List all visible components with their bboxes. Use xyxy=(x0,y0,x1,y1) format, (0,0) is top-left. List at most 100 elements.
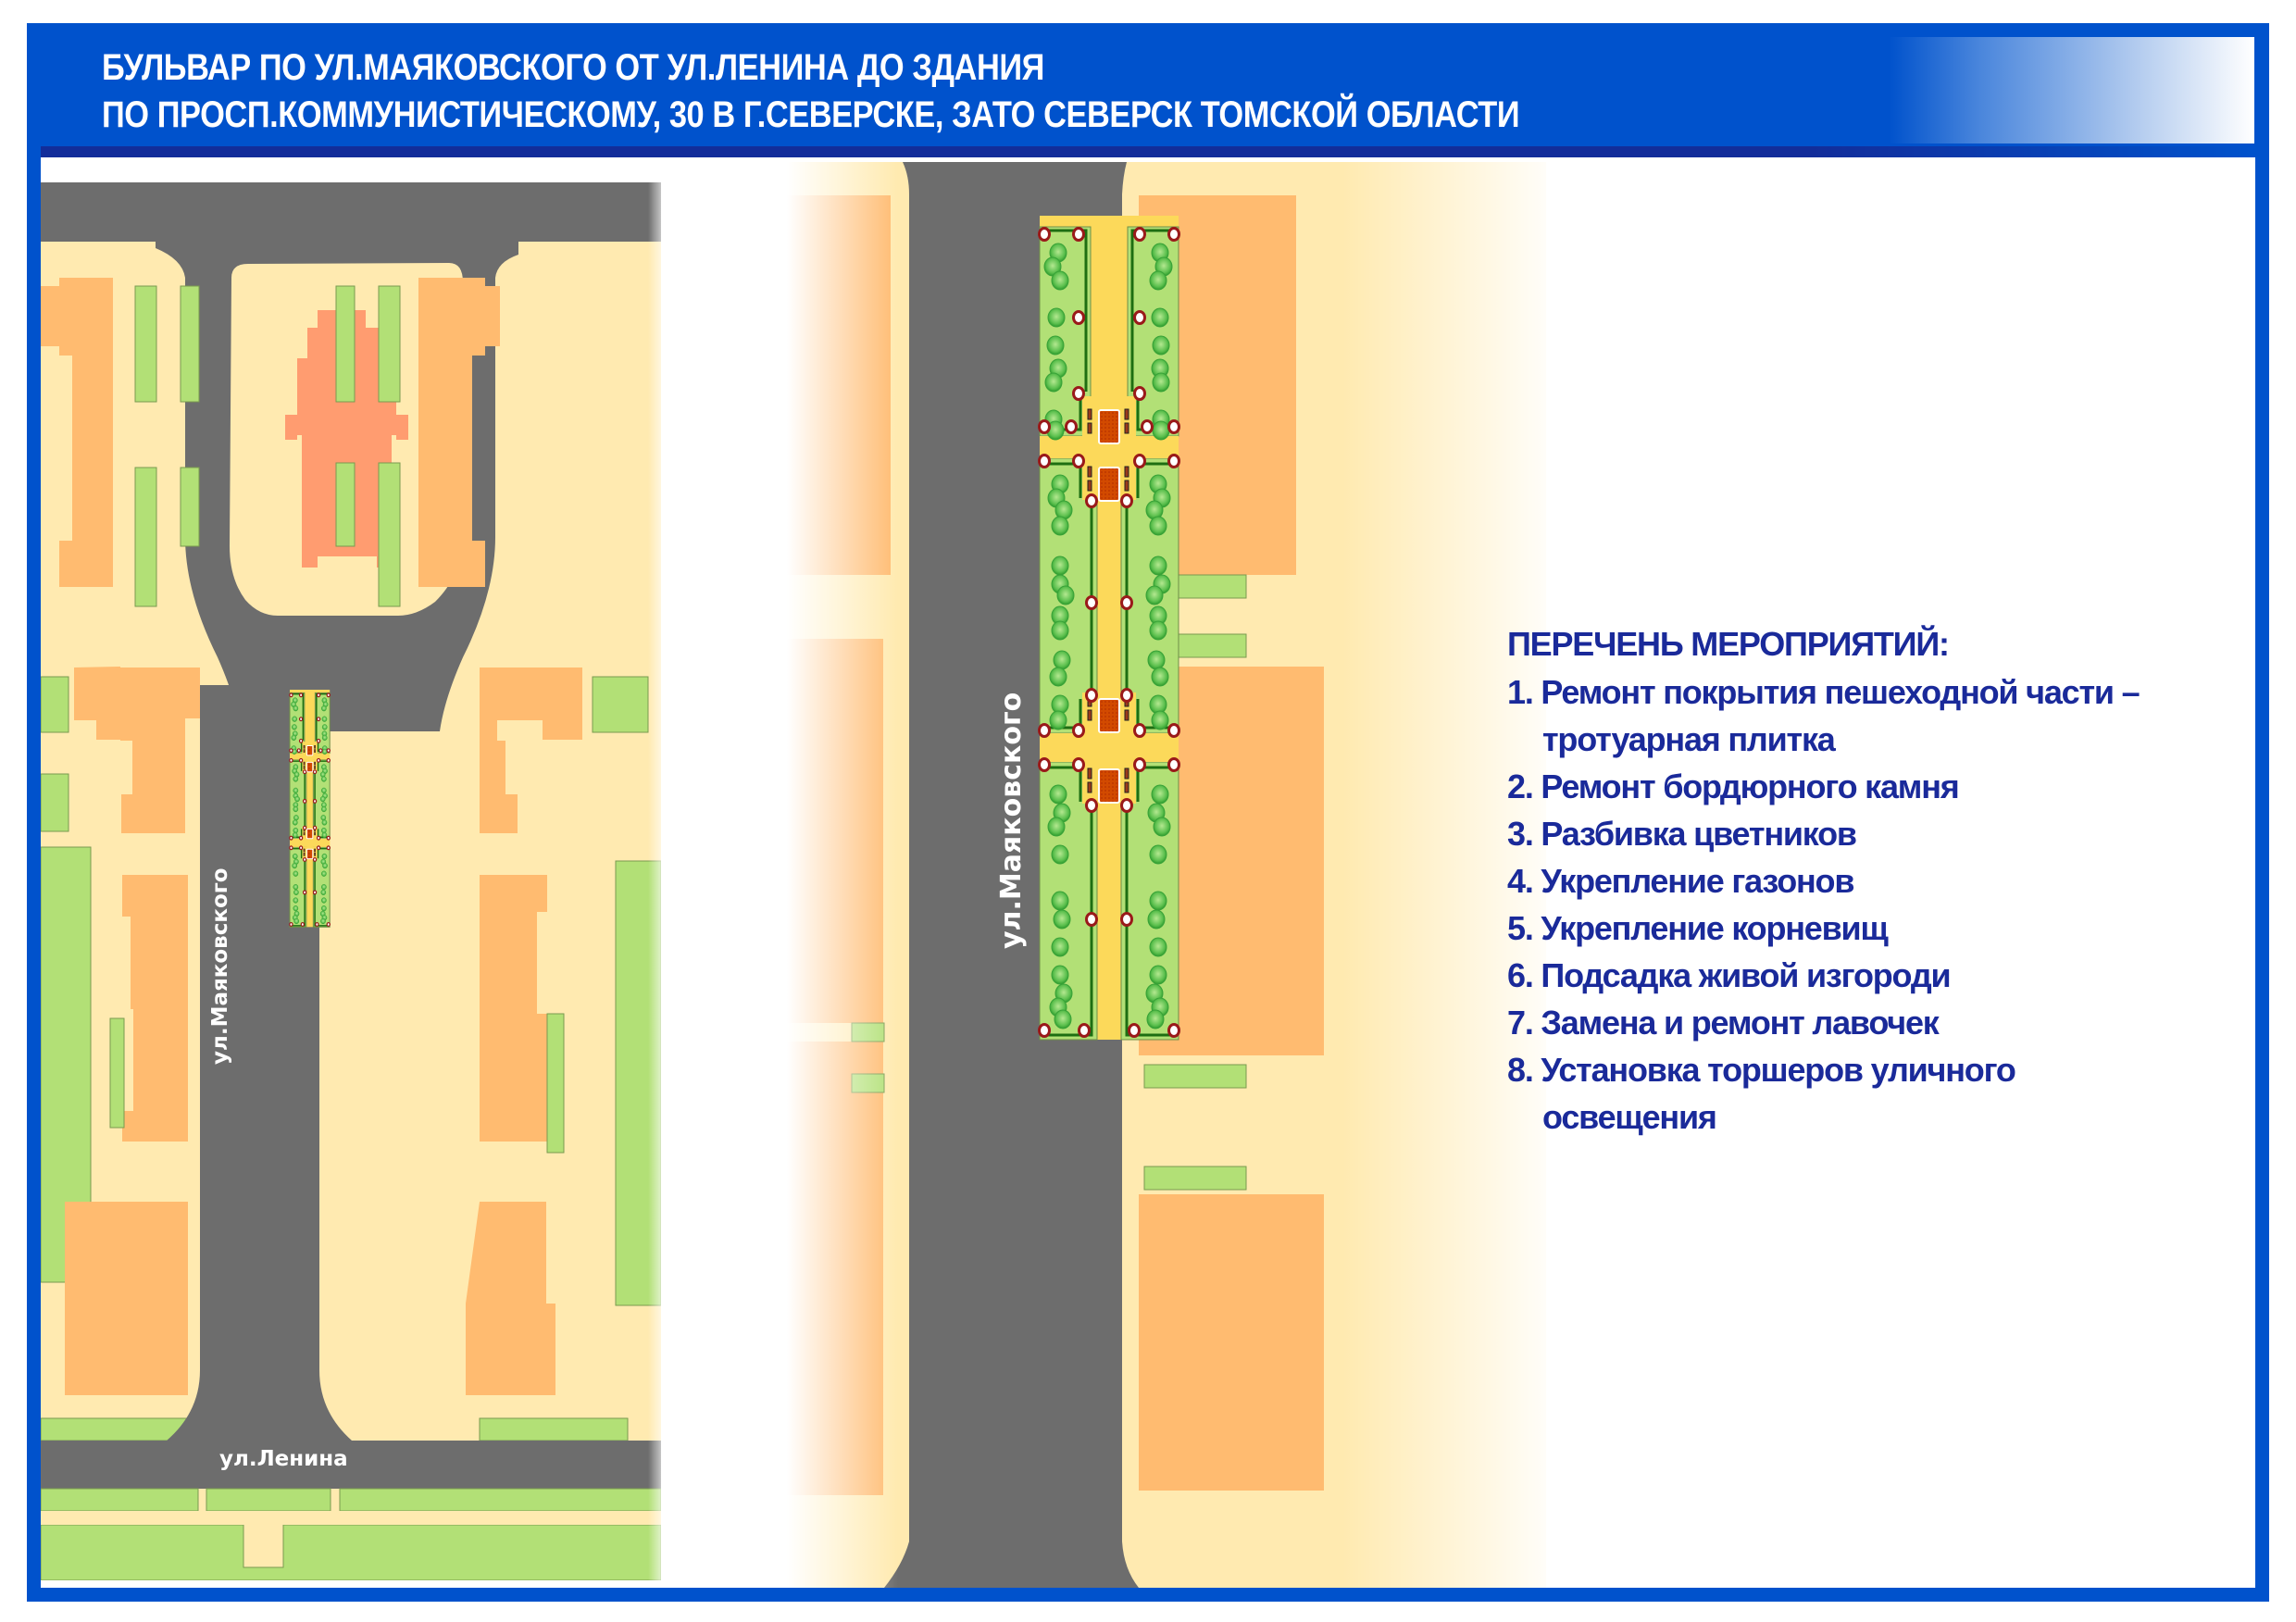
tree-icon xyxy=(321,776,327,782)
tree-icon xyxy=(321,897,327,904)
measure-item-4: 4. Укрепление газонов xyxy=(1507,862,1854,900)
tree-icon xyxy=(292,853,298,860)
measure-item-8-cont: освещения xyxy=(1542,1098,1717,1136)
tree-icon xyxy=(1051,270,1069,291)
lamp-icon xyxy=(312,769,318,775)
tree-icon xyxy=(1049,667,1067,687)
hedge xyxy=(314,860,329,927)
lamp-icon xyxy=(1072,227,1085,242)
lamp-icon xyxy=(1072,386,1085,401)
lamp-icon xyxy=(1167,227,1180,242)
tree-icon xyxy=(1151,307,1169,328)
lamp-icon xyxy=(298,717,304,722)
lamp-icon xyxy=(312,825,318,830)
tree-icon xyxy=(321,819,328,826)
tree-icon xyxy=(1151,667,1169,687)
lamp-icon xyxy=(302,769,307,775)
lamp-icon xyxy=(1065,419,1078,434)
lamp-icon xyxy=(326,835,331,841)
top-road xyxy=(41,182,661,242)
hedge xyxy=(316,692,329,741)
hedge xyxy=(291,692,305,741)
tree-icon xyxy=(293,815,299,821)
lamp-icon xyxy=(1133,757,1146,772)
tree-icon xyxy=(293,870,299,877)
lamp-icon xyxy=(326,692,331,698)
tree-icon xyxy=(292,724,297,730)
tree-icon xyxy=(292,819,298,826)
bench xyxy=(314,853,316,856)
lamp-icon xyxy=(316,757,321,763)
tree-icon xyxy=(1149,891,1167,911)
lamp-icon xyxy=(1038,757,1051,772)
tree-icon xyxy=(1046,335,1065,356)
lamp-icon xyxy=(1038,454,1051,468)
bench xyxy=(303,749,306,753)
lamp-icon xyxy=(326,845,331,851)
lamp-icon xyxy=(296,748,301,754)
header-stripe xyxy=(41,146,2255,157)
lamp-icon xyxy=(302,890,307,895)
lamp-icon xyxy=(1085,688,1098,703)
tree-icon xyxy=(293,897,299,904)
tree-icon xyxy=(293,705,299,712)
plaza-path xyxy=(290,838,331,847)
overview-street-label-mayakovsky: ул.Маяковского xyxy=(208,867,232,1065)
lamp-icon xyxy=(326,757,331,763)
lamp-icon xyxy=(1133,454,1146,468)
overview-boulevard xyxy=(289,690,331,928)
title-line-2: ПО ПРОСП.КОММУНИСТИЧЕСКОМУ, 30 В Г.СЕВЕР… xyxy=(102,94,1520,135)
tree-icon xyxy=(1146,1009,1165,1029)
lamp-icon xyxy=(1133,310,1146,325)
bench xyxy=(1087,480,1092,492)
lamp-icon xyxy=(1167,757,1180,772)
lamp-icon xyxy=(300,921,306,927)
lamp-icon xyxy=(1120,688,1133,703)
lamp-icon xyxy=(316,835,321,841)
lamp-icon xyxy=(1038,1023,1051,1038)
tree-icon xyxy=(1044,372,1063,393)
tree-icon xyxy=(293,787,299,793)
overview-street-label-lenina: ул.Ленина xyxy=(219,1447,348,1471)
tree-icon xyxy=(321,831,328,839)
lamp-icon xyxy=(1038,419,1051,434)
lamp-icon xyxy=(1085,493,1098,508)
tree-icon xyxy=(1049,710,1067,730)
lamp-icon xyxy=(298,692,304,698)
tree-icon xyxy=(1153,817,1171,837)
bench xyxy=(314,744,316,749)
tree-icon xyxy=(1051,516,1069,536)
building-right-mid xyxy=(480,668,582,833)
header-gradient xyxy=(1889,37,2254,143)
detail-street-label-mayakovsky: ул.Маяковского xyxy=(995,692,1028,949)
tree-icon xyxy=(1051,937,1069,957)
plaza-path xyxy=(1040,733,1179,762)
flowerbed xyxy=(1098,698,1120,733)
measure-item-5: 5. Укрепление корневищ xyxy=(1507,909,1889,947)
lamp-icon xyxy=(289,757,293,763)
bench xyxy=(1124,480,1129,492)
overview-map xyxy=(41,182,661,1580)
lamp-icon xyxy=(1120,493,1133,508)
lamp-icon xyxy=(1038,227,1051,242)
bench xyxy=(1124,781,1129,793)
lamp-icon xyxy=(1141,419,1154,434)
bench xyxy=(303,761,306,766)
tree-icon xyxy=(1151,710,1169,730)
tree-icon xyxy=(293,905,299,912)
bench xyxy=(314,749,316,753)
bench xyxy=(303,853,306,856)
lamp-icon xyxy=(302,798,307,804)
measure-item-1: 1. Ремонт покрытия пешеходной части – xyxy=(1507,673,2140,711)
bench xyxy=(1087,767,1092,780)
flowerbed xyxy=(1098,467,1120,502)
lamp-icon xyxy=(1038,723,1051,738)
tree-icon xyxy=(321,870,327,877)
bench xyxy=(303,766,306,769)
tree-icon xyxy=(320,917,326,925)
tree-icon xyxy=(1152,420,1170,441)
lamp-icon xyxy=(326,921,331,927)
lamp-icon xyxy=(316,845,321,851)
tree-icon xyxy=(319,795,326,803)
